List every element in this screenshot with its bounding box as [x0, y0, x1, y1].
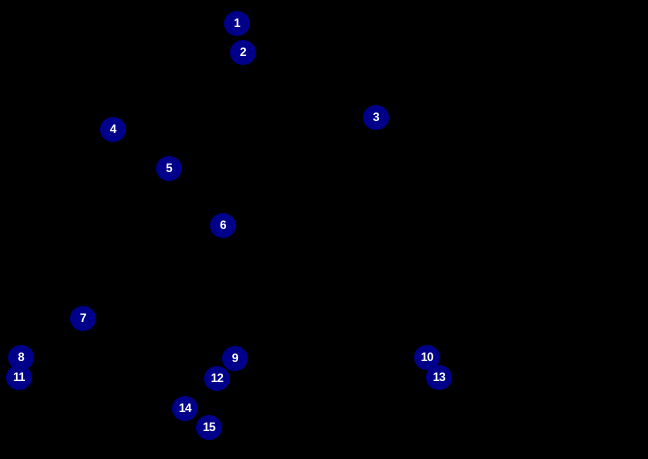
marker-7[interactable]: 7	[70, 305, 96, 331]
marker-label: 4	[109, 122, 117, 136]
marker-label: 1	[233, 16, 241, 30]
marker-label: 7	[79, 311, 87, 325]
marker-label: 12	[210, 371, 224, 385]
marker-label: 11	[13, 370, 25, 384]
marker-label: 14	[178, 401, 192, 415]
marker-13[interactable]: 13	[426, 364, 452, 390]
marker-4[interactable]: 4	[100, 116, 126, 142]
marker-label: 10	[420, 350, 434, 364]
marker-label: 6	[219, 218, 227, 232]
marker-6[interactable]: 6	[210, 212, 236, 238]
marker-3[interactable]: 3	[363, 104, 389, 130]
marker-label: 5	[165, 161, 173, 175]
marker-label: 8	[17, 350, 25, 364]
marker-label: 15	[202, 420, 216, 434]
marker-9[interactable]: 9	[222, 345, 248, 371]
marker-14[interactable]: 14	[172, 395, 198, 421]
marker-11[interactable]: 11	[6, 364, 32, 390]
marker-15[interactable]: 15	[196, 414, 222, 440]
marker-label: 2	[239, 45, 247, 59]
marker-label: 9	[231, 351, 239, 365]
marker-12[interactable]: 12	[204, 365, 230, 391]
marker-label: 3	[372, 110, 380, 124]
marker-2[interactable]: 2	[230, 39, 256, 65]
marker-5[interactable]: 5	[156, 155, 182, 181]
marker-label: 13	[432, 370, 446, 384]
marker-1[interactable]: 1	[224, 10, 250, 36]
